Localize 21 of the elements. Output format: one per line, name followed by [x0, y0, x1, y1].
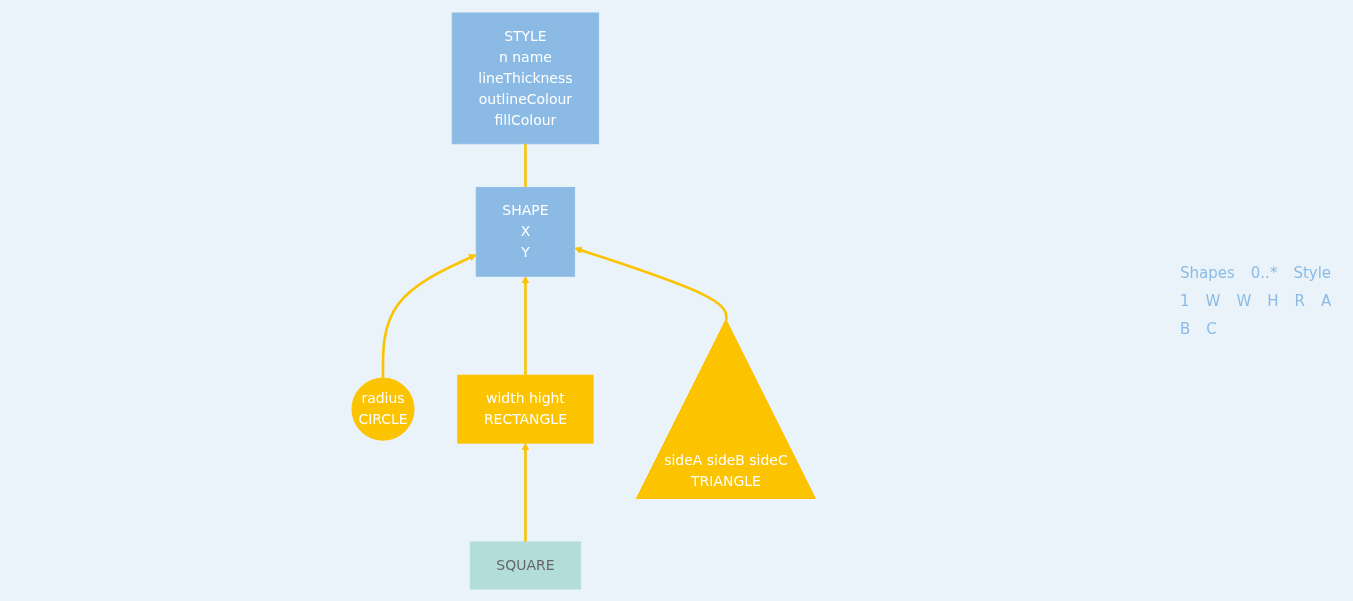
- arrow: [521, 275, 530, 375]
- arrow: [521, 442, 530, 542]
- dimension-label: W: [1235, 290, 1253, 312]
- dimension-label: R: [1293, 290, 1306, 312]
- dimension-label: 1: [1179, 290, 1191, 312]
- node-circle: radius CIRCLE: [351, 377, 415, 441]
- dimension-label: 0..*: [1249, 262, 1279, 284]
- node-box: SHAPE X Y: [475, 186, 576, 277]
- dimension-label: A: [1319, 290, 1333, 312]
- node-box: width hight RECTANGLE: [457, 374, 594, 444]
- node-box: SQUARE: [469, 541, 582, 589]
- connector: [524, 143, 527, 187]
- dimension-label: Style: [1292, 262, 1333, 284]
- dimension-label: H: [1266, 290, 1280, 312]
- dimension-label: Shapes: [1179, 262, 1236, 284]
- dimension-label: B: [1179, 318, 1192, 340]
- arrow: [381, 253, 477, 378]
- dimension-label: W: [1204, 290, 1222, 312]
- node-box: STYLE n name lineThickness outlineColour fillColour: [451, 12, 600, 144]
- dimension-label: C: [1205, 318, 1218, 340]
- arrow: [574, 246, 728, 320]
